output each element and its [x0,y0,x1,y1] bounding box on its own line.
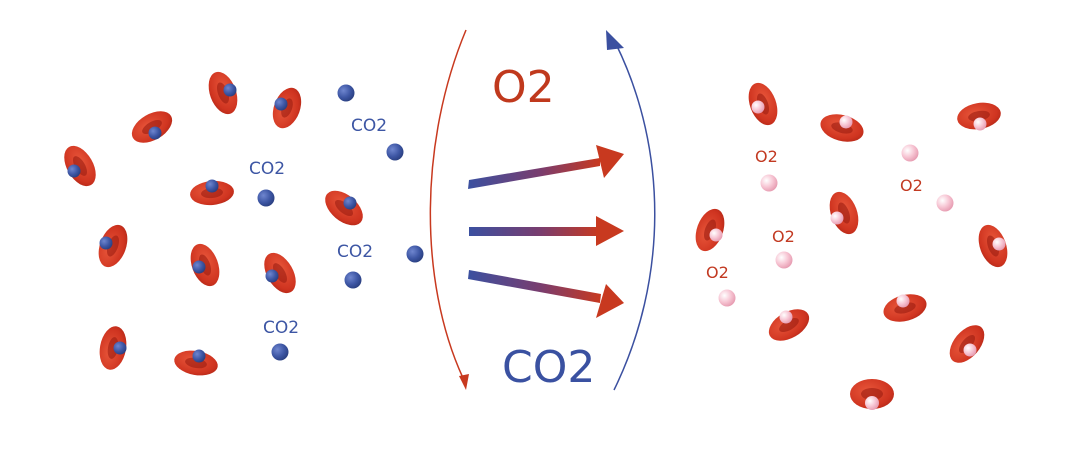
red-blood-cell [957,102,1001,130]
red-blood-cell [208,71,238,115]
red-blood-cell [850,379,894,409]
co2-main-label: CO2 [502,342,596,393]
co2-molecule [205,179,219,193]
co2-molecule [192,349,206,363]
co2-molecule [113,341,127,355]
red-blood-cell [272,87,302,129]
co2-molecule [192,260,206,274]
right-red-cells [695,82,1008,409]
right-free-o2 [718,144,954,307]
co2-molecule [257,189,275,207]
red-blood-cell [99,326,127,370]
red-blood-cell [695,208,725,252]
co2-molecule [337,84,355,102]
o2-molecule [936,194,954,212]
flow-arrow-bottom [468,270,624,318]
co2-molecule [343,196,357,210]
left-co2-on-cells [67,83,357,363]
co2-molecule [223,83,237,97]
co2-label: CO2 [249,159,286,179]
o2-molecule [963,343,977,357]
co2-label: CO2 [337,242,374,262]
co2-up-curved-arrow [606,30,656,391]
co2-molecule [386,143,404,161]
o2-molecule [760,174,778,192]
o2-main-label: O2 [492,62,555,113]
right-o2-on-cells [709,100,1006,410]
co2-molecule [265,269,279,283]
red-blood-cell [820,114,864,142]
co2-molecule [274,97,288,111]
red-blood-cell [64,145,96,187]
red-blood-cell [264,252,296,294]
co2-molecule [406,245,424,263]
o2-label: O2 [900,176,923,195]
o2-label: O2 [706,263,729,282]
o2-molecule [751,100,765,114]
co2-molecule [271,343,289,361]
o2-molecule [839,115,853,129]
red-blood-cell [325,190,363,226]
o2-molecule [896,294,910,308]
co2-molecule [67,164,81,178]
o2-molecule [992,237,1006,251]
o2-molecule [709,228,723,242]
red-blood-cell [190,180,234,206]
red-blood-cell [98,224,128,268]
o2-down-curved-arrow [429,29,469,390]
o2-label: O2 [772,227,795,246]
co2-molecule [99,236,113,250]
o2-molecule [901,144,919,162]
o2-molecule [973,117,987,131]
red-blood-cell [949,325,985,363]
o2-molecule [775,251,793,269]
o2-molecule [718,289,736,307]
red-blood-cell [131,111,173,143]
flow-arrow-middle [469,216,624,246]
o2-label: O2 [755,147,778,166]
o2-molecule [779,310,793,324]
red-blood-cell [829,191,859,235]
left-red-cells [64,71,363,376]
co2-molecule [344,271,362,289]
red-blood-cell [768,309,810,341]
co2-label: CO2 [351,116,388,136]
left-free-co2 [257,84,424,361]
o2-molecule [865,396,879,410]
co2-molecule [148,126,162,140]
flow-arrow-top [468,145,624,189]
co2-label: CO2 [263,318,300,338]
o2-molecule [830,211,844,225]
